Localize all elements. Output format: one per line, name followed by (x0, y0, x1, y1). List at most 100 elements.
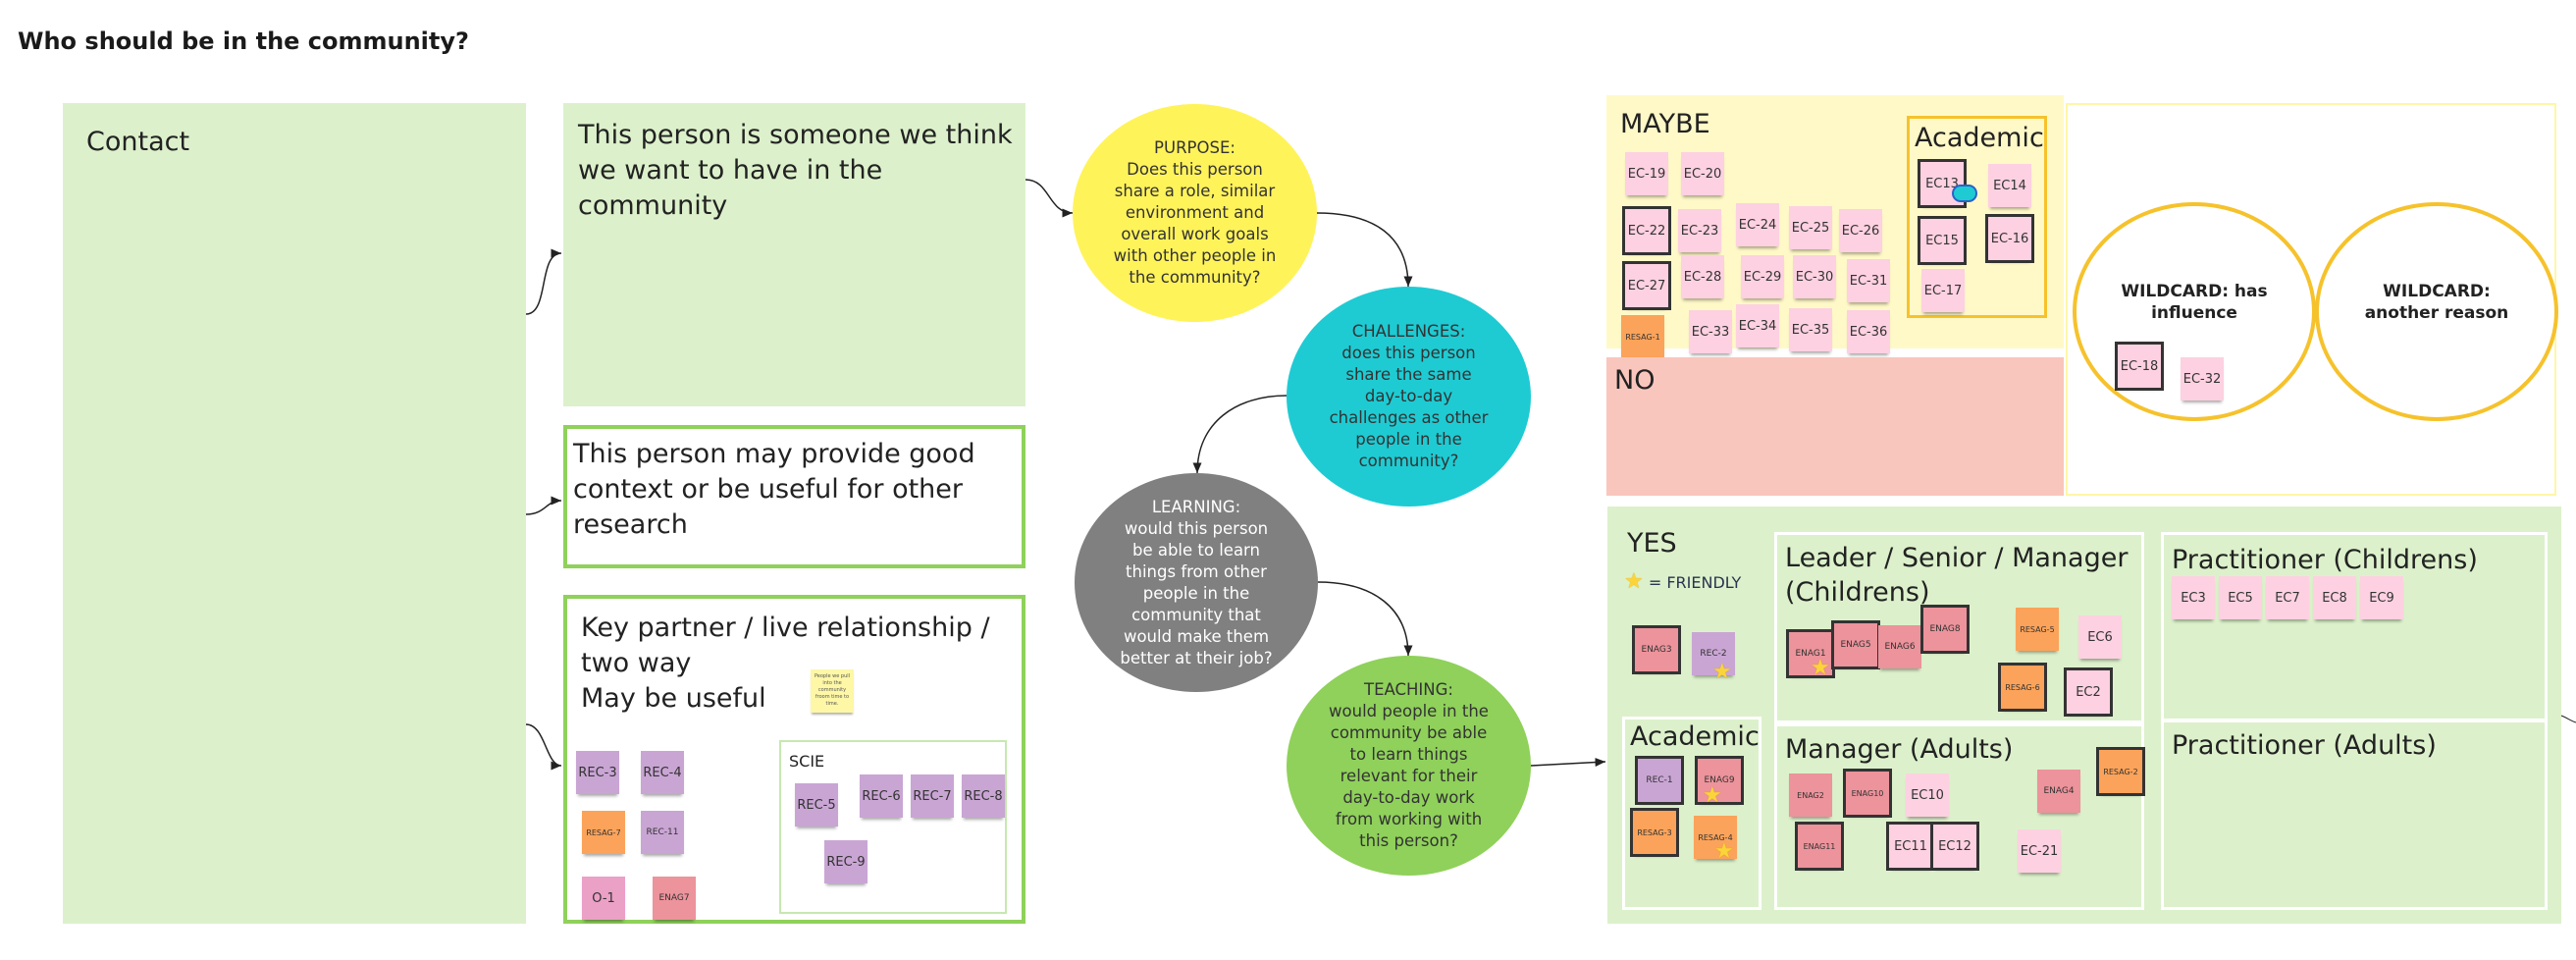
sticky-note[interactable]: EC-17 (1921, 269, 1965, 312)
manager-adults-frame: Manager (Adults) ENAG2 ENAG10 EC10 ENAG4… (1774, 723, 2145, 910)
sticky-note[interactable]: EC-34 (1736, 304, 1779, 347)
sticky-note[interactable]: EC-36 (1847, 310, 1890, 353)
sticky-note[interactable]: EC-18 (2115, 342, 2164, 391)
sticky-note[interactable]: EC15 (1918, 216, 1967, 265)
cloud-icon (1952, 185, 1977, 202)
sticky-note[interactable]: ENAG3 (1632, 625, 1681, 674)
sticky-note[interactable]: EC-23 (1678, 209, 1721, 252)
sticky-note[interactable]: ENAG9 (1695, 756, 1744, 805)
sticky-note[interactable]: EC2 (2064, 667, 2113, 717)
sticky-note[interactable]: RESAG-5 (2016, 608, 2059, 651)
practitioner-childrens-label: Practitioner (Childrens) (2172, 545, 2478, 575)
sticky-note[interactable]: RESAG-3 (1630, 808, 1679, 857)
sticky-note[interactable]: O-1 (582, 877, 625, 920)
sticky-note[interactable]: REC-9 (824, 840, 867, 883)
sticky-note[interactable]: EC-16 (1985, 214, 2034, 263)
sticky-note[interactable]: EC-28 (1681, 255, 1724, 298)
sticky-note[interactable]: REC-1 (1635, 756, 1684, 805)
context-frame: This person may provide good context or … (563, 425, 1025, 568)
star-icon: ★ (1624, 569, 1644, 594)
sticky-note[interactable]: EC-32 (2181, 357, 2224, 400)
manager-adults-label: Manager (Adults) (1785, 734, 2014, 765)
maybe-academic-frame: Academic EC13 EC14 EC15 EC-16 EC-17 (1907, 116, 2047, 318)
sticky-note[interactable]: EC9 (2360, 576, 2403, 619)
sticky-note[interactable]: REC-3 (576, 751, 619, 794)
note-sticky[interactable]: People we pull into the community froom … (811, 669, 854, 713)
sticky-note[interactable]: REC-11 (641, 811, 684, 854)
star-icon: ★ (1714, 839, 1734, 864)
sticky-note[interactable]: ENAG8 (1920, 605, 1970, 654)
sticky-note[interactable]: ENAG4 (2037, 770, 2080, 813)
challenges-circle[interactable]: CHALLENGES: does this person share the s… (1287, 287, 1531, 507)
sticky-note[interactable]: EC-29 (1741, 255, 1784, 298)
wildcard-other-circle[interactable]: WILDCARD: another reason (2315, 202, 2558, 421)
sticky-note[interactable]: EC10 (1906, 773, 1949, 817)
leader-frame: Leader / Senior / Manager (Childrens) EN… (1774, 532, 2144, 723)
sticky-note[interactable]: EC-19 (1625, 152, 1668, 195)
sticky-note[interactable]: EC6 (2078, 615, 2122, 659)
connector-purpose-challenges (1316, 212, 1413, 288)
yes-academic-label: Academic (1630, 721, 1760, 752)
sticky-note[interactable]: EC7 (2266, 576, 2309, 619)
practitioner-adults-label: Practitioner (Adults) (2172, 730, 2437, 761)
star-icon: ★ (1811, 656, 1830, 680)
sticky-note[interactable]: EC-27 (1622, 261, 1671, 310)
connector-contact-context (525, 496, 562, 515)
sticky-note[interactable]: EC12 (1930, 822, 1979, 871)
sticky-note[interactable]: ENAG11 (1795, 822, 1844, 871)
sticky-note[interactable]: EC-33 (1689, 310, 1732, 353)
wildcard-influence-circle[interactable]: WILDCARD: has influence (2073, 202, 2316, 421)
scie-frame: SCIE REC-5 REC-6 REC-7 REC-8 REC-9 (779, 740, 1007, 914)
connector-teaching-yes (1530, 758, 1606, 768)
sticky-note[interactable]: RESAG-1 (1621, 315, 1664, 358)
contact-label: Contact (86, 127, 190, 157)
teaching-circle[interactable]: TEACHING: would people in the community … (1287, 656, 1531, 876)
sticky-note[interactable]: EC-24 (1736, 203, 1779, 246)
connector-contact-want (525, 248, 562, 315)
sticky-note[interactable]: EC8 (2313, 576, 2356, 619)
friendly-legend-text: = FRIENDLY (1648, 573, 1742, 592)
sticky-note[interactable]: REC-6 (860, 774, 903, 818)
sticky-note[interactable]: RESAG-6 (1998, 663, 2047, 712)
sticky-note[interactable]: RESAG-7 (582, 811, 625, 854)
sticky-note[interactable]: REC-8 (962, 774, 1005, 818)
no-label: NO (1614, 365, 1656, 396)
maybe-frame: MAYBE EC-19 EC-20 EC-22 EC-23 EC-24 EC-2… (1606, 95, 2064, 358)
sticky-note[interactable]: ENAG7 (653, 877, 696, 920)
sticky-note[interactable]: EC-25 (1789, 206, 1832, 249)
sticky-note[interactable]: ENAG6 (1878, 625, 1921, 668)
sticky-note[interactable]: ENAG2 (1789, 773, 1832, 817)
sticky-note[interactable]: EC-22 (1622, 206, 1671, 255)
sticky-note[interactable]: EC-21 (2018, 829, 2061, 873)
sticky-note[interactable]: RESAG-4 (1694, 816, 1737, 859)
sticky-note[interactable]: EC14 (1988, 164, 2031, 207)
sticky-note[interactable]: ENAG5 (1831, 620, 1880, 669)
no-frame: NO (1606, 357, 2064, 496)
sticky-note[interactable]: EC-20 (1681, 152, 1724, 195)
sticky-note[interactable]: RESAG-2 (2096, 747, 2145, 796)
connector-challenges-learning (1192, 395, 1288, 474)
friendly-legend: ★ = FRIENDLY (1624, 571, 1741, 593)
sticky-note[interactable]: EC-35 (1789, 308, 1832, 351)
maybe-academic-label: Academic (1915, 123, 2044, 153)
want-label: This person is someone we think we want … (578, 120, 1013, 221)
sticky-note[interactable]: ENAG1 (1786, 629, 1835, 678)
purpose-circle[interactable]: PURPOSE: Does this person share a role, … (1073, 104, 1317, 322)
key-partner-subtitle: May be useful (581, 683, 766, 714)
sticky-note[interactable]: REC-4 (641, 751, 684, 794)
sticky-note[interactable]: EC-26 (1839, 209, 1882, 252)
sticky-note[interactable]: EC5 (2219, 576, 2262, 619)
key-partner-title: Key partner / live relationship / two wa… (581, 613, 990, 678)
wildcard-frame: WILDCARD: has influence WILDCARD: anothe… (2066, 103, 2558, 496)
sticky-note[interactable]: EC-31 (1847, 259, 1890, 302)
maybe-label: MAYBE (1620, 109, 1710, 139)
learning-circle[interactable]: LEARNING: would this person be able to l… (1075, 473, 1318, 692)
sticky-note[interactable]: EC11 (1886, 822, 1935, 871)
sticky-note[interactable]: REC-7 (911, 774, 954, 818)
wildcard-other-label: WILDCARD: another reason (2364, 281, 2509, 323)
sticky-note[interactable]: REC-5 (795, 783, 838, 827)
sticky-note[interactable]: REC-2 (1692, 632, 1735, 675)
sticky-note[interactable]: EC3 (2172, 576, 2215, 619)
sticky-note[interactable]: ENAG10 (1843, 769, 1892, 818)
sticky-note[interactable]: EC-30 (1793, 255, 1836, 298)
